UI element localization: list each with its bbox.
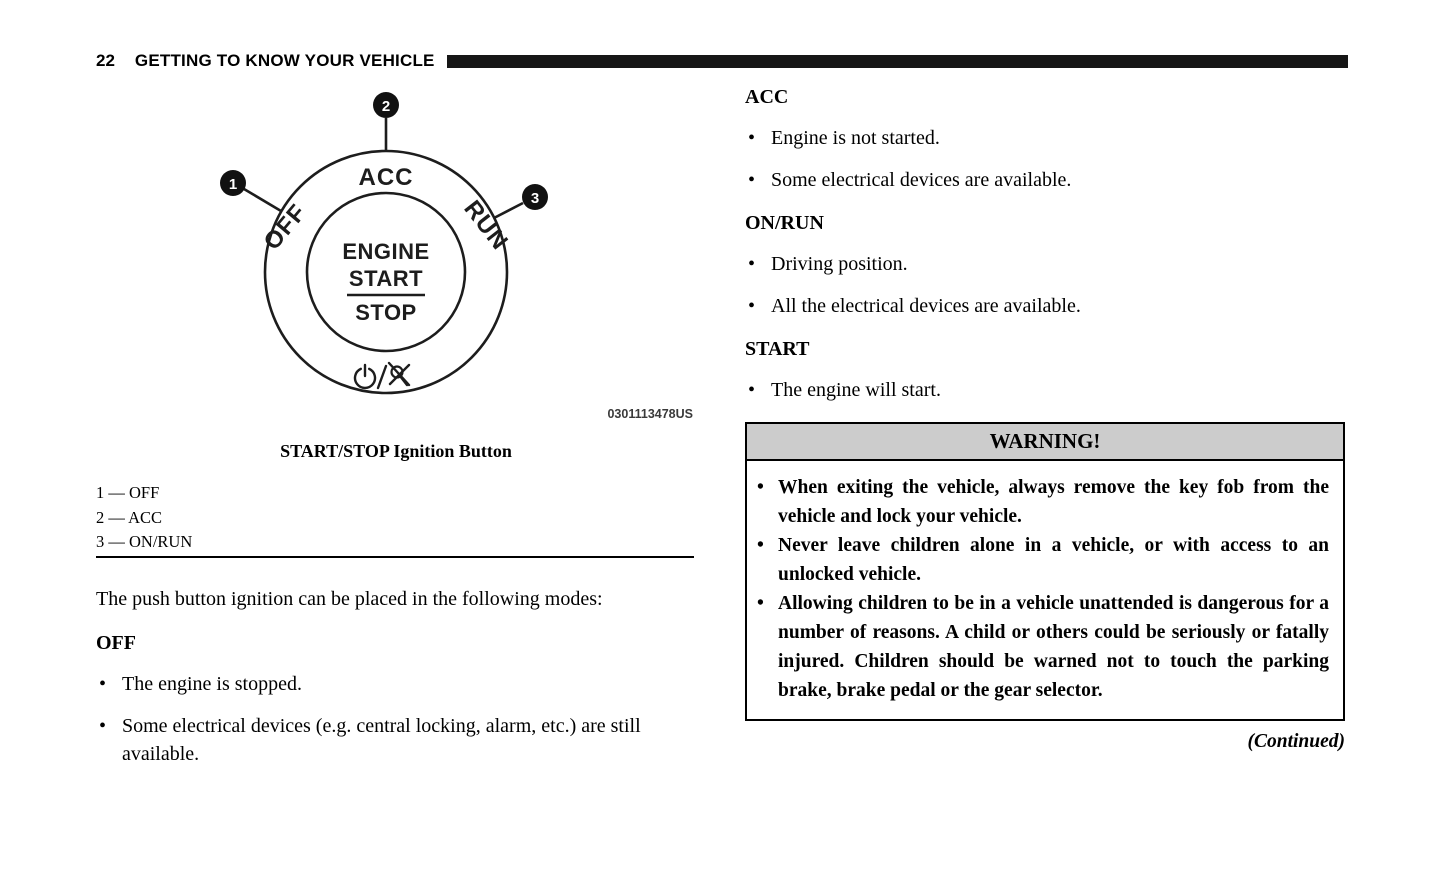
warning-title: WARNING! bbox=[747, 424, 1343, 461]
section-heading-off: OFF bbox=[96, 632, 136, 654]
figure-legend: 1 — OFF 2 — ACC 3 — ON/RUN bbox=[96, 481, 192, 555]
warning-bullet-item: • When exiting the vehicle, always remov… bbox=[757, 473, 1329, 531]
warning-bullet-item: • Never leave children alone in a vehicl… bbox=[757, 531, 1329, 589]
bullet-marker: • bbox=[748, 169, 756, 191]
label-acc: ACC bbox=[359, 164, 414, 191]
keyless-power-icon bbox=[353, 361, 411, 390]
warning-bullet-text: When exiting the vehicle, always remove … bbox=[778, 477, 1329, 527]
warning-bullet-text: Never leave children alone in a vehicle,… bbox=[778, 535, 1329, 585]
header-title: GETTING TO KNOW YOUR VEHICLE bbox=[134, 51, 435, 70]
bullet-item: • All the electrical devices are availab… bbox=[745, 292, 1345, 320]
bullet-marker: • bbox=[99, 715, 107, 737]
figure-caption: START/STOP Ignition Button bbox=[280, 441, 512, 461]
figure-code: 0301113478US bbox=[607, 407, 693, 421]
callout-3-badge: 3 bbox=[522, 184, 548, 210]
bullet-marker: • bbox=[748, 253, 756, 275]
label-engine: ENGINE bbox=[342, 239, 429, 264]
legend-item-3: 3 — ON/RUN bbox=[96, 532, 193, 551]
warning-body: • When exiting the vehicle, always remov… bbox=[747, 461, 1343, 719]
callout-1-badge: 1 bbox=[220, 170, 246, 196]
bullet-text: The engine will start. bbox=[771, 379, 941, 401]
legend-item-1: 1 — OFF bbox=[96, 483, 160, 502]
bullet-item: • Some electrical devices are available. bbox=[745, 166, 1345, 194]
bullet-marker: • bbox=[99, 673, 107, 695]
callout-2-badge: 2 bbox=[373, 92, 399, 118]
bullet-item: • The engine will start. bbox=[745, 376, 1345, 404]
bullet-item: • Some electrical devices (e.g. central … bbox=[96, 712, 696, 768]
bullet-marker: • bbox=[748, 127, 756, 149]
section-heading-acc: ACC bbox=[745, 86, 789, 108]
bullet-text: The engine is stopped. bbox=[122, 673, 302, 695]
bullet-marker: • bbox=[748, 295, 756, 317]
ignition-diagram: ACC OFF RUN ENGINE START STOP 2 1 3 bbox=[220, 92, 548, 395]
bullet-text: All the electrical devices are available… bbox=[771, 295, 1081, 317]
page-number: 22 bbox=[96, 51, 115, 70]
callout-1-number: 1 bbox=[229, 176, 237, 193]
outer-ring bbox=[263, 149, 509, 395]
warning-bullet-item: • Allowing children to be in a vehicle u… bbox=[757, 589, 1329, 705]
bullet-marker: • bbox=[757, 535, 764, 556]
bullet-text: Some electrical devices are available. bbox=[771, 169, 1072, 191]
page-header: 22 GETTING TO KNOW YOUR VEHICLE bbox=[96, 50, 1348, 72]
label-start: START bbox=[349, 266, 423, 291]
warning-bullet-text: Allowing children to be in a vehicle una… bbox=[778, 593, 1329, 701]
bullet-item: • The engine is stopped. bbox=[96, 670, 696, 698]
label-stop: STOP bbox=[355, 300, 417, 325]
bullet-text: Some electrical devices (e.g. central lo… bbox=[122, 715, 641, 765]
right-column: ACC • Engine is not started. • Some elec… bbox=[745, 84, 1345, 753]
bullet-text: Driving position. bbox=[771, 253, 908, 275]
bullet-marker: • bbox=[748, 379, 756, 401]
callout-1-leader bbox=[243, 187, 282, 213]
bullet-marker: • bbox=[757, 477, 764, 498]
legend-item-2: 2 — ACC bbox=[96, 507, 163, 527]
header-bar bbox=[446, 54, 1348, 68]
warning-box: WARNING! • When exiting the vehicle, alw… bbox=[745, 422, 1345, 721]
bullet-item: • Engine is not started. bbox=[745, 124, 1345, 152]
inner-ring bbox=[305, 191, 467, 353]
section-heading-onrun: ON/RUN bbox=[745, 212, 824, 234]
left-column: The push button ignition can be placed i… bbox=[96, 584, 696, 768]
bullet-marker: • bbox=[757, 593, 764, 614]
continued-note: (Continued) bbox=[1247, 731, 1345, 752]
callout-3-leader bbox=[493, 201, 524, 220]
section-heading-start: START bbox=[745, 338, 810, 360]
bullet-text: Engine is not started. bbox=[771, 127, 940, 149]
intro-paragraph: The push button ignition can be placed i… bbox=[96, 588, 603, 610]
bullet-item: • Driving position. bbox=[745, 250, 1345, 278]
section-divider bbox=[96, 556, 694, 558]
callout-2-number: 2 bbox=[382, 98, 390, 115]
callout-3-number: 3 bbox=[531, 190, 539, 207]
